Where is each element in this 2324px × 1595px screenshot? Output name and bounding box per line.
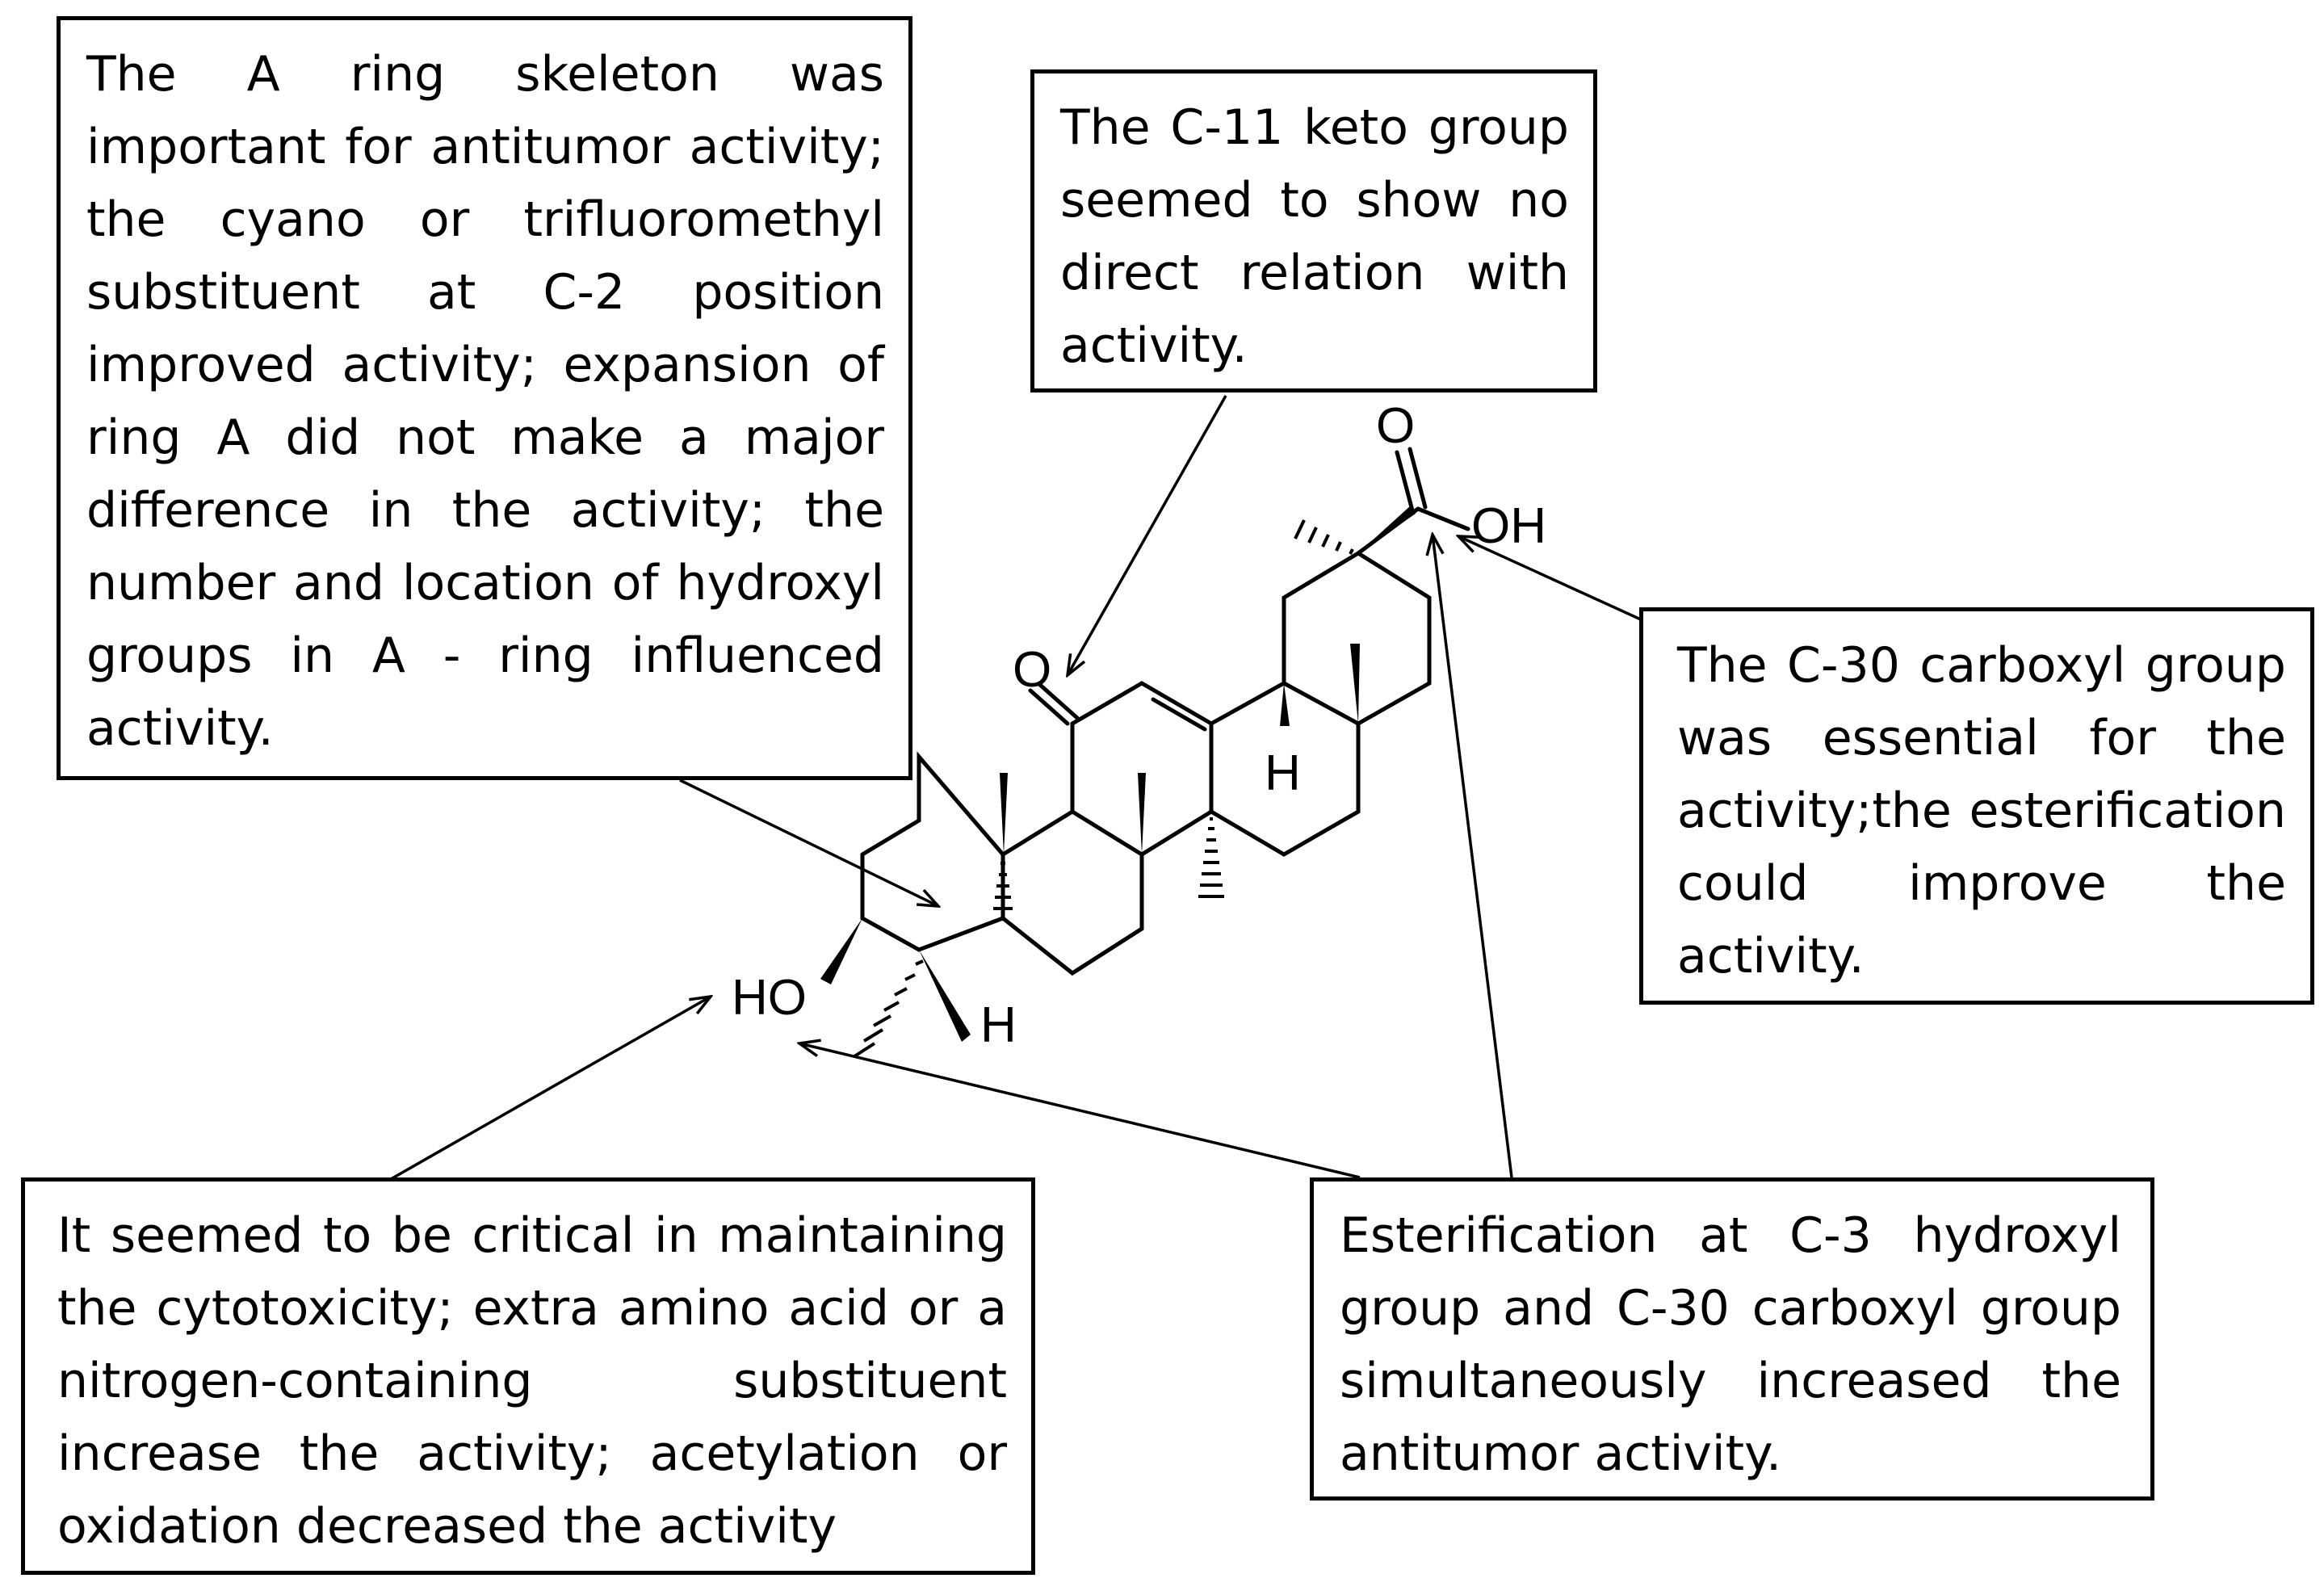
c11-keto-note: The C-11 keto group seemed to show no di… (1030, 69, 1597, 392)
wedge-bonds (820, 506, 1416, 1042)
a-ring-note-text: The A ring skeleton was important for an… (86, 46, 884, 757)
c30-carboxyl-note: The C-30 carboxyl group was essential fo… (1639, 607, 2314, 1005)
c11-keto-note-text: The C-11 keto group seemed to show no di… (1060, 99, 1569, 374)
annotation-arrows (390, 395, 1643, 1181)
c30-carboxyl-note-text: The C-30 carboxyl group was essential fo… (1677, 637, 2286, 984)
arrow-ester-c30 (1433, 535, 1513, 1178)
acid-carbonyl-oxygen-label: O (1376, 398, 1415, 454)
a-ring-note: The A ring skeleton was important for an… (57, 16, 912, 780)
arrow-c11 (1068, 395, 1227, 675)
esterification-note: Esterification at C-3 hydroxyl group and… (1310, 1177, 2154, 1501)
skeleton-bonds (860, 447, 1470, 976)
arrow-ester-c3 (799, 1043, 1361, 1179)
c5-hydrogen-label: H (980, 997, 1017, 1053)
c3-hydroxyl-note-text: It seemed to be critical in maintaining … (57, 1207, 1007, 1555)
arrow-c3 (390, 997, 711, 1181)
acid-hydroxyl-label: OH (1471, 498, 1546, 554)
esterification-note-text: Esterification at C-3 hydroxyl group and… (1340, 1207, 2121, 1482)
c3-hydroxyl-note: It seemed to be critical in maintaining … (21, 1177, 1035, 1575)
hashed-bonds (853, 519, 1354, 1058)
arrow-c30 (1458, 536, 1643, 622)
c3-hydroxyl-label: HO (732, 970, 807, 1026)
arrow-a-ring (679, 779, 938, 906)
c18-hydrogen-label: H (1265, 745, 1301, 801)
keto-oxygen-label: O (1013, 642, 1051, 698)
